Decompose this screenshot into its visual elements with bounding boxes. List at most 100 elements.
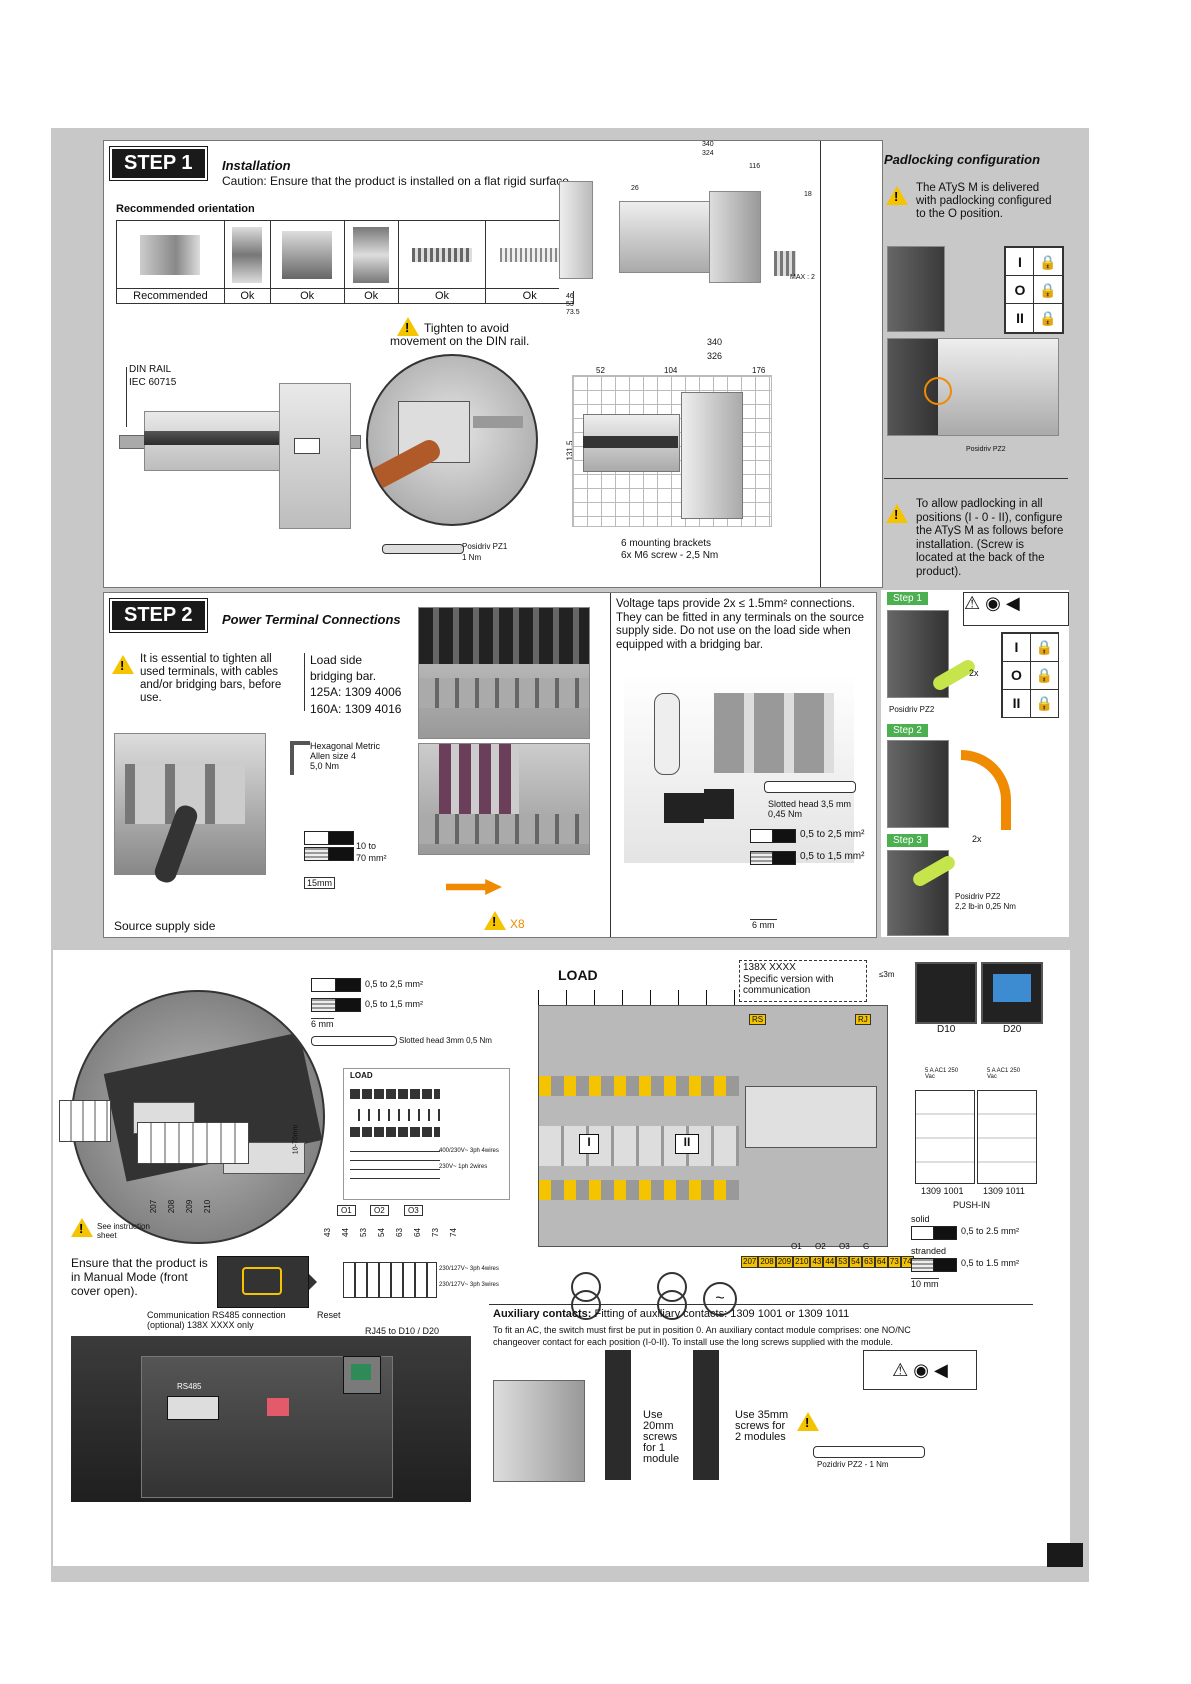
terminal-54: 54 bbox=[376, 1228, 386, 1237]
bottom-wire-2: 0,5 to 1,5 mm² bbox=[365, 999, 424, 1009]
stranded-label: stranded bbox=[911, 1246, 947, 1256]
aux-install-photo bbox=[493, 1350, 723, 1490]
terminal-chip: 54 bbox=[849, 1256, 863, 1268]
padlock-device-image-2 bbox=[887, 338, 1059, 436]
rs-label: RS bbox=[749, 1014, 767, 1025]
wire-icon bbox=[772, 829, 796, 843]
dim-340: 340 bbox=[702, 141, 714, 148]
bottom-panel: 0,5 to 2,5 mm² 0,5 to 1,5 mm² 6 mm Slott… bbox=[53, 950, 1070, 1566]
dim-53: 53 bbox=[566, 301, 574, 308]
load-side-bar bbox=[304, 653, 305, 711]
out-o3: O3 bbox=[404, 1205, 423, 1216]
wire-icon bbox=[311, 978, 337, 992]
dimension-top-drawing bbox=[559, 181, 799, 291]
padlock-step1-table: I O II 🔒 🔒 🔒 bbox=[1001, 632, 1059, 718]
generator-icon: ~ bbox=[703, 1282, 737, 1316]
terminal-block-photo bbox=[114, 733, 266, 886]
wiring-row-4: 230/127V~ 3ph 3wires bbox=[439, 1282, 499, 1288]
terminal-43: 43 bbox=[322, 1228, 332, 1237]
padlock-step-1-tag: Step 1 bbox=[887, 592, 928, 605]
aux-header: Auxiliary contacts: Fitting of auxiliary… bbox=[493, 1308, 849, 1320]
padlock-symbol-II: II bbox=[1002, 689, 1031, 718]
aux-ref-1: 1309 1001 bbox=[921, 1186, 964, 1196]
wire-icon bbox=[933, 1226, 957, 1240]
solid-label: solid bbox=[911, 1214, 930, 1224]
terminal-207: 207 bbox=[149, 1199, 159, 1214]
stranded-range: 0,5 to 1.5 mm² bbox=[961, 1258, 1020, 1268]
aux-fit: Fitting of auxiliary contacts: 1309 1001… bbox=[594, 1308, 850, 1320]
aux-ref-2: 1309 1011 bbox=[983, 1186, 1025, 1196]
padlock-symbol-O: O bbox=[1005, 275, 1035, 305]
hex-line-3: 5,0 Nm bbox=[310, 761, 340, 771]
step2-badge: STEP 2 bbox=[109, 598, 208, 633]
tighten-warn-icon bbox=[397, 317, 419, 341]
din-rail-label: DIN RAIL bbox=[129, 364, 172, 375]
voltage-tap-photo bbox=[624, 673, 854, 863]
terminal-210: 210 bbox=[203, 1199, 213, 1214]
bottom-slotted: Slotted head 3mm 0,5 Nm bbox=[399, 1036, 492, 1045]
orientation-img-3 bbox=[269, 220, 345, 289]
padlock-symbol-II: II bbox=[1005, 303, 1035, 333]
connector-plug-2 bbox=[137, 1122, 249, 1164]
orientation-img-2 bbox=[223, 220, 271, 289]
wire-icon bbox=[335, 998, 361, 1012]
orientation-img-1 bbox=[116, 220, 225, 289]
slotted-2: 0,45 Nm bbox=[768, 809, 803, 819]
padlock-step-2-tag: Step 2 bbox=[887, 724, 928, 737]
padlock-sep-line bbox=[884, 478, 1068, 479]
cable-icon bbox=[328, 831, 354, 845]
device-center-band bbox=[144, 431, 279, 445]
padlock-step3-pz2: Posidriv PZ2 bbox=[955, 892, 1001, 901]
display-d10 bbox=[915, 962, 977, 1024]
terminal-bar: 207 208 209 210 43 44 53 54 63 64 73 74 bbox=[741, 1256, 914, 1268]
manual-mode-image bbox=[217, 1256, 309, 1308]
orientation-label: Ok bbox=[343, 288, 399, 304]
pz2-1nm: Pozidriv PZ2 - 1 Nm bbox=[817, 1460, 889, 1469]
din-std-label: IEC 60715 bbox=[129, 377, 177, 388]
dim-116: 116 bbox=[749, 163, 761, 170]
dim-max2: MAX : 2 bbox=[790, 274, 815, 281]
step1-badge: STEP 1 bbox=[109, 146, 208, 181]
step2-wire-2: 0,5 to 1,5 mm² bbox=[800, 851, 865, 862]
screwdriver-icon bbox=[382, 544, 464, 554]
orientation-label: Ok bbox=[223, 288, 271, 304]
cable-range-1: 10 to bbox=[356, 841, 377, 851]
step2-wire-1: 0,5 to 2,5 mm² bbox=[800, 829, 865, 840]
terminal-chip: 44 bbox=[823, 1256, 837, 1268]
terminal-208: 208 bbox=[167, 1199, 177, 1214]
orientation-img-5 bbox=[397, 220, 487, 289]
padlock-step2-image bbox=[887, 740, 949, 828]
cable-icon bbox=[304, 831, 330, 845]
see-sheet: See instruction sheet bbox=[97, 1222, 150, 1240]
strip-10mm: 10 mm bbox=[911, 1278, 939, 1289]
terminal-chip: 209 bbox=[775, 1256, 794, 1268]
terminal-schematic: LOAD bbox=[343, 1068, 510, 1200]
lock-icon: 🔒 bbox=[1030, 689, 1059, 718]
terminal-chip: 53 bbox=[836, 1256, 850, 1268]
slotted-1: Slotted head 3,5 mm bbox=[768, 799, 852, 809]
terminal-chip: 43 bbox=[810, 1256, 824, 1268]
device-switch-body bbox=[279, 383, 351, 529]
terminal-chip: 63 bbox=[862, 1256, 875, 1268]
screws-35: Use 35mm screws for 2 modules bbox=[735, 1409, 789, 1443]
out-o1: O1 bbox=[337, 1205, 356, 1216]
mounting-text-1: 6 mounting brackets bbox=[621, 538, 712, 549]
dim-b-340: 340 bbox=[707, 337, 723, 347]
tighten-text-1: Tighten to avoid bbox=[424, 321, 509, 335]
step2-vertical-divider bbox=[610, 593, 611, 937]
dim-324: 324 bbox=[702, 150, 714, 157]
distance-3m: ≤3m bbox=[879, 970, 895, 979]
rj45-label: RJ45 to D10 / D20 bbox=[365, 1326, 440, 1336]
din-rail-leader bbox=[126, 367, 127, 427]
lock-icon: 🔒 bbox=[1030, 633, 1059, 662]
terminal-74: 74 bbox=[448, 1228, 458, 1237]
voltage-taps-text: Voltage taps provide 2x ≤ 1.5mm² connect… bbox=[616, 598, 865, 651]
pz1-label: Posidriv PZ1 bbox=[462, 542, 508, 551]
dim-b-326: 326 bbox=[707, 351, 723, 361]
hex-line-1: Hexagonal Metric bbox=[310, 741, 381, 751]
wire-icon bbox=[750, 851, 774, 865]
cable-range-2: 70 mm² bbox=[356, 853, 387, 863]
padlock-step3-x2: 2x bbox=[972, 834, 982, 844]
push-in-label: PUSH-IN bbox=[953, 1200, 991, 1210]
dim-26: 26 bbox=[631, 185, 639, 192]
